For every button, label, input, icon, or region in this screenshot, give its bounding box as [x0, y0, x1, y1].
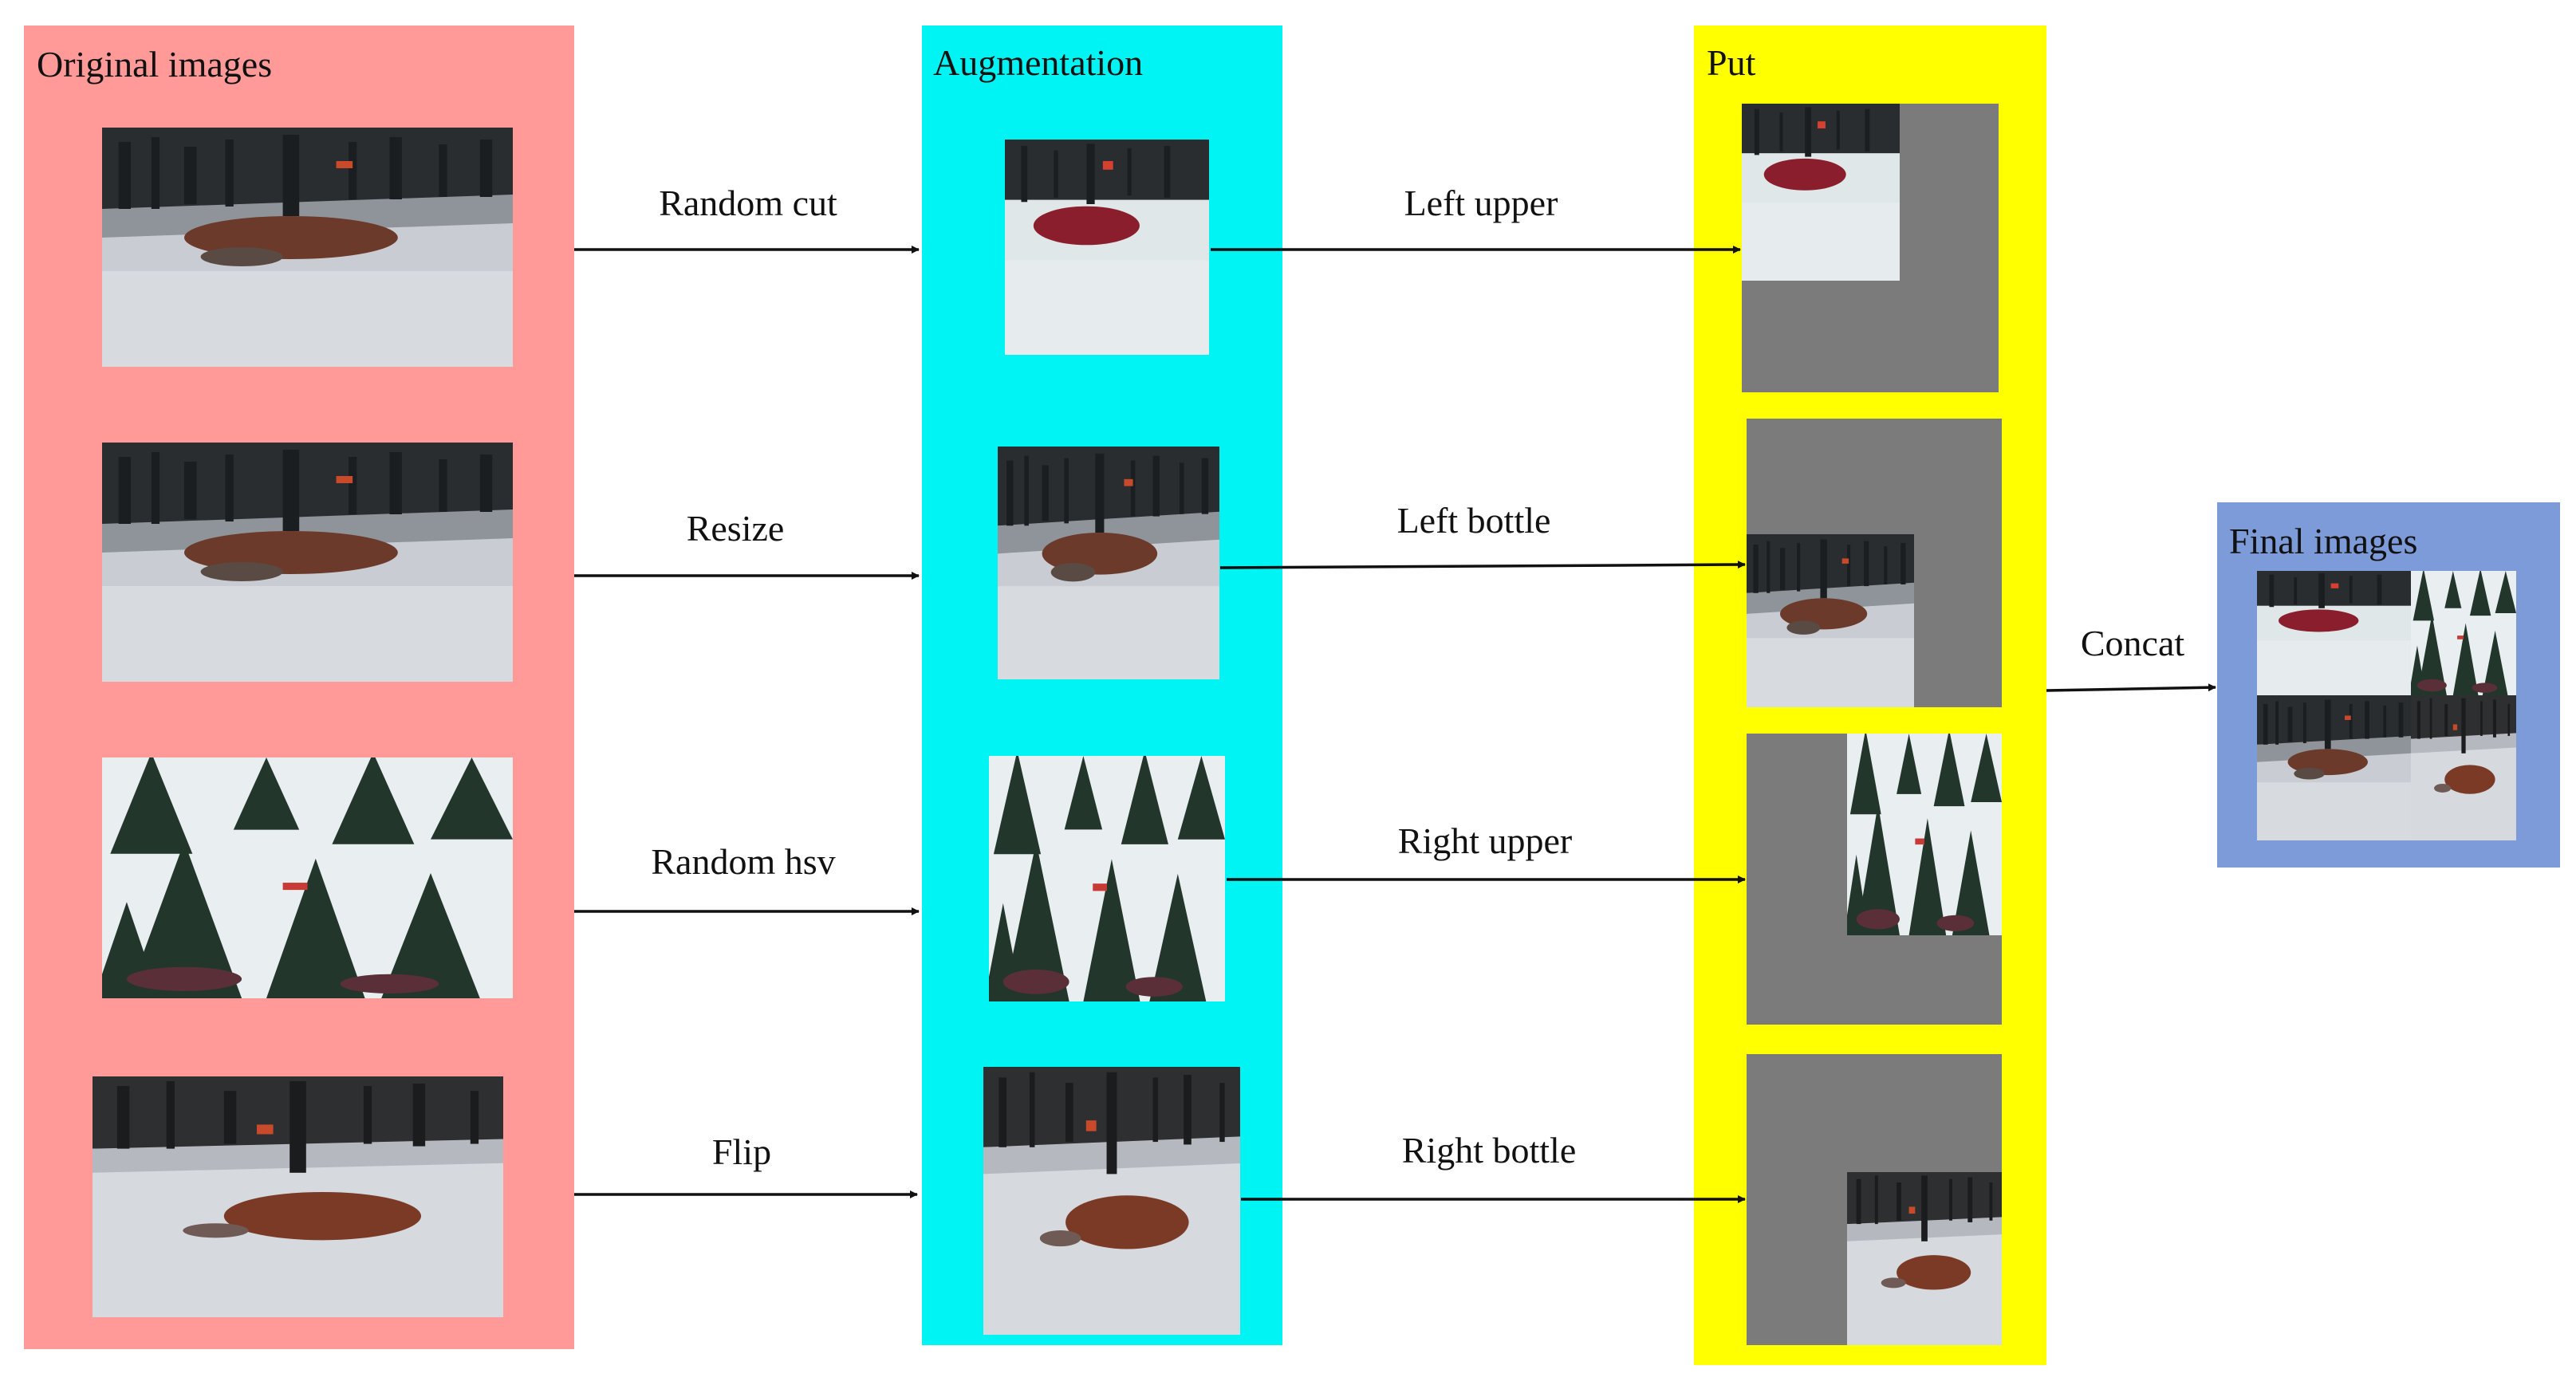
put-image-right-upper — [1847, 734, 2002, 935]
label-right-bottle: Right bottle — [1401, 1130, 1577, 1171]
aerial-forest-placed-icon — [1847, 734, 2002, 935]
arrow-left-bottle — [1219, 561, 1746, 569]
label-left-bottle: Left bottle — [1396, 500, 1551, 541]
original-images-title: Original images — [37, 44, 273, 85]
label-concat: Concat — [2080, 623, 2185, 663]
aerial-forest-hsv-icon — [989, 756, 1225, 1001]
snow-forest-crop-icon — [1005, 140, 1209, 355]
snow-forest-placed-icon — [1742, 104, 1900, 281]
mosaic-tile-icon — [2257, 571, 2411, 695]
put-image-right-bottle — [1847, 1172, 2002, 1345]
augmentation-title: Augmentation — [933, 42, 1144, 83]
final-mosaic-bottom-left — [2257, 695, 2411, 840]
original-image-4 — [93, 1076, 503, 1317]
label-flip: Flip — [711, 1131, 772, 1172]
put-title: Put — [1707, 42, 1756, 83]
put-image-left-bottle — [1747, 534, 1914, 707]
augmented-image-random-cut — [1005, 140, 1209, 355]
original-image-1 — [102, 128, 513, 367]
label-right-upper: Right upper — [1397, 820, 1573, 861]
snow-forest-scene-a — [102, 128, 513, 367]
mosaic-tile-icon — [2257, 695, 2411, 840]
arrow-concat — [2046, 683, 2216, 692]
label-random-hsv: Random hsv — [651, 841, 836, 882]
snow-forest-resized-icon — [998, 447, 1219, 679]
snow-forest-scene-a — [102, 443, 513, 682]
label-resize: Resize — [686, 508, 785, 549]
snow-forest-placed-icon — [1747, 534, 1914, 707]
augmented-image-random-hsv — [989, 756, 1225, 1001]
label-left-upper: Left upper — [1404, 183, 1558, 223]
snow-forest-flipped-icon — [983, 1067, 1240, 1335]
original-image-3 — [102, 757, 513, 998]
final-images-title: Final images — [2229, 521, 2418, 561]
final-mosaic-top-left — [2257, 571, 2411, 695]
put-image-left-upper — [1742, 104, 1900, 281]
original-image-2 — [102, 443, 513, 682]
final-mosaic-top-right — [2411, 571, 2516, 695]
mosaic-tile-icon — [2411, 571, 2516, 695]
label-random-cut: Random cut — [659, 183, 837, 223]
final-mosaic-bottom-right — [2411, 695, 2516, 840]
snow-forest-scene-b — [93, 1076, 503, 1317]
augmented-image-flip — [983, 1067, 1240, 1335]
snow-forest-placed-icon — [1847, 1172, 2002, 1345]
mosaic-tile-icon — [2411, 695, 2516, 840]
augmented-image-resize — [998, 447, 1219, 679]
aerial-forest-scene — [102, 757, 513, 998]
